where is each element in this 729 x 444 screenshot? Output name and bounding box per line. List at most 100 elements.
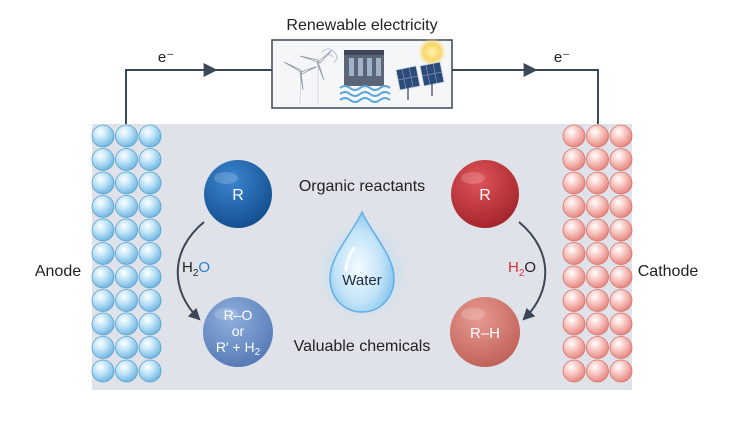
cathode-bead <box>562 289 586 312</box>
cathode-reagent: H2O <box>508 259 536 279</box>
anode-reactant-label: R <box>232 187 244 204</box>
cathode-product <box>450 297 520 367</box>
cathode-reagent-sub: 2 <box>519 268 525 279</box>
cathode-bead <box>609 195 633 218</box>
cathode-bead <box>562 195 586 218</box>
anode-bead <box>115 289 138 312</box>
anode-bead <box>115 171 138 195</box>
renewable-source-box <box>271 38 453 109</box>
cathode-bead <box>562 124 586 148</box>
anode-bead <box>138 265 162 289</box>
cathode-electrode <box>562 124 633 383</box>
anode-bead <box>138 218 162 242</box>
anode-bead <box>91 195 115 218</box>
cathode-bead <box>609 148 633 171</box>
anode-bead <box>115 124 138 148</box>
anode-bead <box>138 289 162 312</box>
anode-bead <box>91 359 115 383</box>
cathode-bead <box>609 265 633 289</box>
cathode-bead <box>586 124 609 148</box>
cathode-bead <box>562 336 586 359</box>
cathode-product-label: R–H <box>470 325 500 342</box>
anode-bead <box>91 312 115 336</box>
cathode-bead <box>586 242 609 265</box>
cathode-bead <box>586 336 609 359</box>
solar-panel-icon <box>395 61 445 100</box>
anode-bead <box>115 148 138 171</box>
anode-bead <box>91 171 115 195</box>
anode-bead <box>91 265 115 289</box>
cathode-reaction-arrow <box>518 221 547 321</box>
cathode-reactant <box>451 160 519 228</box>
anode-reagent-sub: 2 <box>193 268 199 279</box>
anode-bead <box>115 242 138 265</box>
cathode-bead <box>609 218 633 242</box>
anode-reagent-o: O <box>198 259 210 276</box>
anode-product-line3-sub: 2 <box>255 347 261 358</box>
wind-turbine-icon <box>283 48 338 105</box>
cathode-bead <box>586 171 609 195</box>
anode-bead <box>138 195 162 218</box>
anode-electrode <box>91 124 162 383</box>
anode-bead <box>138 124 162 148</box>
anode-bead <box>138 171 162 195</box>
cathode-bead <box>609 336 633 359</box>
water-drop-icon <box>316 210 408 322</box>
anode-bead <box>91 289 115 312</box>
cathode-bead <box>586 218 609 242</box>
anode-reactant <box>204 160 272 228</box>
cathode-bead <box>562 242 586 265</box>
anode-reagent: H2O <box>182 259 210 279</box>
cathode-bead <box>562 265 586 289</box>
external-circuit <box>125 69 599 124</box>
cathode-bead <box>586 195 609 218</box>
anode-bead <box>91 336 115 359</box>
cathode-bead <box>586 148 609 171</box>
valuable-chemicals-label: Valuable chemicals <box>294 338 431 355</box>
anode-reaction-arrow <box>176 221 205 321</box>
cathode-bead <box>586 265 609 289</box>
cathode-bead <box>562 359 586 383</box>
cathode-bead <box>562 312 586 336</box>
electron-label-right: e⁻ <box>554 49 570 66</box>
cathode-label: Cathode <box>638 263 699 280</box>
cathode-bead <box>609 124 633 148</box>
cathode-bead <box>609 312 633 336</box>
cathode-reagent-o: O <box>524 259 536 276</box>
anode-label: Anode <box>35 263 81 280</box>
anode-bead <box>138 359 162 383</box>
diagram-title: Renewable electricity <box>286 17 437 34</box>
water-label: Water <box>342 272 381 289</box>
anode-bead <box>91 218 115 242</box>
anode-bead <box>115 312 138 336</box>
anode-bead <box>91 124 115 148</box>
anode-bead <box>138 242 162 265</box>
sun-icon <box>418 38 446 66</box>
cathode-bead <box>586 312 609 336</box>
anode-product-line3: R′ + H2 <box>216 339 261 358</box>
anode-product <box>203 297 273 367</box>
anode-bead <box>91 242 115 265</box>
anode-product-line3-main: R′ + H <box>216 339 255 355</box>
cathode-bead <box>609 289 633 312</box>
organic-reactants-label: Organic reactants <box>299 178 425 195</box>
hydro-dam-icon <box>339 50 391 103</box>
cathode-bead <box>609 242 633 265</box>
cathode-bead <box>562 148 586 171</box>
anode-bead <box>115 195 138 218</box>
anode-bead <box>138 148 162 171</box>
cathode-reactant-label: R <box>479 187 491 204</box>
cathode-bead <box>562 171 586 195</box>
cathode-bead <box>609 359 633 383</box>
cathode-bead <box>586 289 609 312</box>
anode-product-line2: or <box>232 323 245 339</box>
anode-product-line1: R–O <box>224 307 253 323</box>
cathode-bead <box>586 359 609 383</box>
cathode-bead <box>609 171 633 195</box>
anode-bead <box>138 312 162 336</box>
cathode-reagent-h: H <box>508 259 519 276</box>
anode-bead <box>115 265 138 289</box>
electron-label-left: e⁻ <box>158 49 174 66</box>
cathode-bead <box>562 218 586 242</box>
